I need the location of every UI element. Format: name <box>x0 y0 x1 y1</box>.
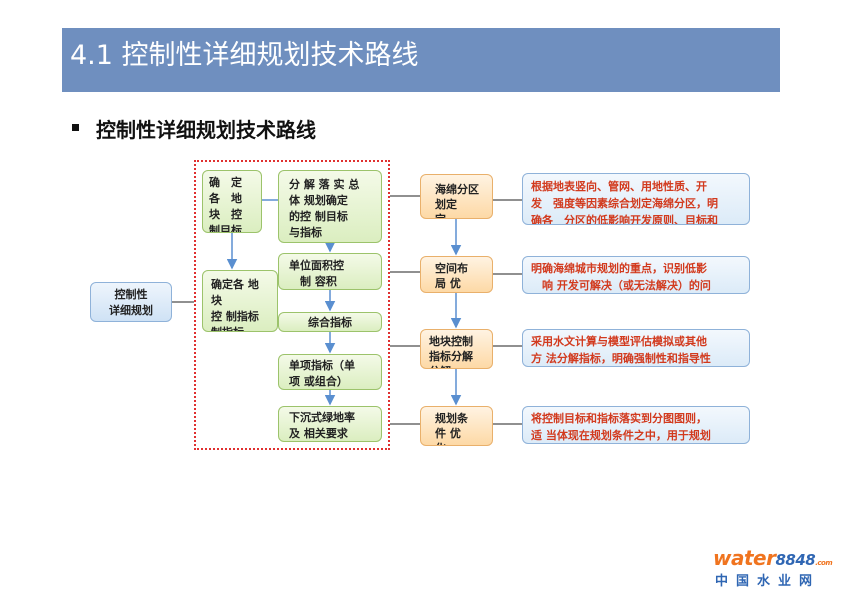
step-3: 地块控制 指标分解 分解 <box>420 329 493 369</box>
mid-node-5-label: 下沉式绿地率 及 相关要求 <box>289 411 355 440</box>
logo-wordmark: water8848.com <box>713 546 833 570</box>
step-1-label: 海绵分区 划定 定 <box>435 183 479 218</box>
step-4: 规划条 件 优 化 <box>420 406 493 446</box>
mid-node-2: 单位面积控 制 容积 <box>278 253 382 290</box>
desc-3-text: 采用水文计算与模型评估模拟或其他 方 法分解指标，明确强制性和指导性 指标 <box>531 335 711 365</box>
bullet-marker <box>72 124 79 131</box>
logo-domain: .com <box>815 559 833 567</box>
control-target-frame <box>194 160 390 450</box>
logo-subtitle: 中国水业网 <box>715 574 821 589</box>
desc-1: 根据地表竖向、管网、用地性质、开 发 强度等因素综合划定海绵分区，明 确各 分区… <box>522 173 750 225</box>
desc-4: 将控制目标和指标落实到分图图则， 适 当体现在规划条件之中，用于规划 管理 <box>522 406 750 444</box>
water8848-logo: water8848.com 中国水业网 <box>713 546 833 590</box>
mid-node-3: 综合指标 <box>278 312 382 332</box>
mid-node-5: 下沉式绿地率 及 相关要求 <box>278 406 382 442</box>
desc-3: 采用水文计算与模型评估模拟或其他 方 法分解指标，明确强制性和指导性 指标 <box>522 329 750 367</box>
desc-1-text: 根据地表竖向、管网、用地性质、开 发 强度等因素综合划定海绵分区，明 确各 分区… <box>531 180 718 225</box>
root-node: 控制性 详细规划 <box>90 282 172 322</box>
left-node-targets-label: 确 定 各 地 块 控 制目标 <box>209 176 242 233</box>
step-4-label: 规划条 件 优 化 <box>435 412 468 445</box>
step-1: 海绵分区 划定 定 <box>420 174 493 219</box>
step-2: 空间布 局 优 化 <box>420 256 493 293</box>
mid-node-4: 单项指标（单 项 或组合） <box>278 354 382 390</box>
mid-node-4-label: 单项指标（单 项 或组合） <box>289 359 355 388</box>
title-bar: 4.1 控制性详细规划技术路线 <box>62 28 780 92</box>
desc-2-text: 明确海绵城市规划的重点，识别低影 响 开发可解决（或无法解决）的问 题 <box>531 262 711 292</box>
section-heading: 控制性详细规划技术路线 <box>96 118 316 142</box>
left-node-targets: 确 定 各 地 块 控 制目标 <box>202 170 262 233</box>
page-title: 4.1 控制性详细规划技术路线 <box>70 40 419 71</box>
root-node-label: 控制性 详细规划 <box>109 288 153 317</box>
desc-2: 明确海绵城市规划的重点，识别低影 响 开发可解决（或无法解决）的问 题 <box>522 256 750 294</box>
left-node-indicators: 确定各 地块 控 制指标 制指标 <box>202 270 278 332</box>
mid-node-1: 分 解 落 实 总 体 规划确定 的控 制目标 与指标 <box>278 170 382 243</box>
left-node-indicators-label: 确定各 地块 控 制指标 制指标 <box>211 278 259 331</box>
logo-number: 8848 <box>775 551 816 569</box>
logo-brand: water <box>713 546 776 570</box>
step-2-label: 空间布 局 优 化 <box>435 262 468 290</box>
step-3-label: 地块控制 指标分解 分解 <box>429 335 473 368</box>
mid-node-2-label: 单位面积控 制 容积 <box>289 259 344 288</box>
mid-node-1-label: 分 解 落 实 总 体 规划确定 的控 制目标 与指标 <box>289 178 360 239</box>
mid-node-3-label: 综合指标 <box>308 316 352 329</box>
desc-4-text: 将控制目标和指标落实到分图图则， 适 当体现在规划条件之中，用于规划 管理 <box>531 412 711 442</box>
